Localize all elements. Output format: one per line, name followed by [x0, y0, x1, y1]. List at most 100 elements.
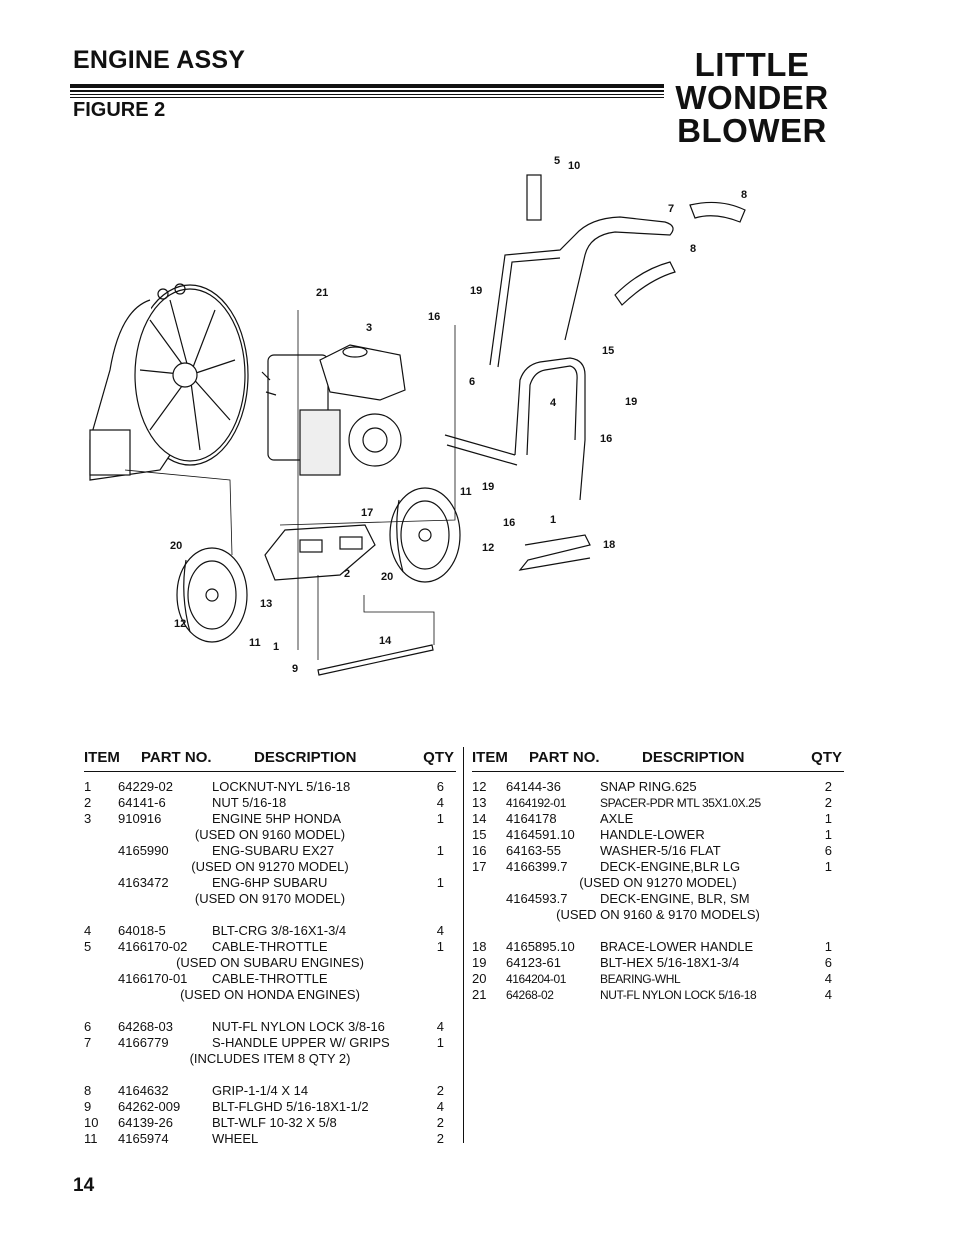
description-cell: NUT-FL NYLON LOCK 3/8-16: [212, 1019, 385, 1034]
item-cell: 11: [84, 1131, 98, 1146]
callout-1: 1: [273, 641, 279, 653]
description-cell: AXLE: [600, 811, 634, 826]
part-number-cell: 4164591.10: [506, 827, 575, 842]
part-number-cell: 4164204-01: [506, 972, 567, 986]
qty-cell: 2: [824, 779, 832, 794]
part-number-cell: 4164178: [506, 811, 557, 826]
qty-cell: 2: [824, 795, 832, 810]
qty-cell: 6: [436, 779, 444, 794]
part-number-cell: 64144-36: [506, 779, 561, 794]
header-description: DESCRIPTION: [254, 749, 357, 766]
brand-line-2: WONDER: [675, 79, 829, 116]
usage-note: (USED ON 9160 & 9170 MODELS): [556, 907, 760, 922]
qty-cell: 4: [436, 795, 444, 810]
lower-handle: [444, 357, 586, 501]
description-cell: HANDLE-LOWER: [600, 827, 705, 842]
qty-cell: 4: [824, 971, 832, 986]
callout-17: 17: [361, 507, 373, 519]
description-cell: BEARING-WHL: [600, 972, 681, 986]
callout-6: 6: [469, 376, 475, 388]
description-cell: BLT-CRG 3/8-16X1-3/4: [212, 923, 347, 938]
axle: [317, 644, 434, 676]
header-item: ITEM: [84, 749, 120, 766]
qty-cell: 1: [824, 939, 832, 954]
item-cell: 20: [472, 971, 487, 986]
description-cell: WHEEL: [212, 1131, 259, 1146]
qty-cell: 1: [436, 939, 444, 954]
part-number-cell: 4163472: [118, 875, 169, 890]
part-number-cell: 4165990: [118, 843, 169, 858]
part-number-cell: 4165974: [118, 1131, 169, 1146]
description-cell: ENG-SUBARU EX27: [212, 843, 335, 858]
part-number-cell: 64268-03: [118, 1019, 173, 1034]
qty-cell: 4: [436, 1019, 444, 1034]
item-cell: 6: [84, 1019, 92, 1034]
exploded-parts-diagram: 5 10 8 7 8 21 19 16 3 6 15 4 19 16 11 19…: [89, 155, 747, 676]
qty-cell: 1: [436, 875, 444, 890]
table-row: 15 4164591.10 HANDLE-LOWER 1: [472, 827, 844, 843]
item-cell: 21: [472, 987, 487, 1002]
part-number-cell: 4165895.10: [506, 939, 575, 954]
table-note-row: (USED ON SUBARU ENGINES): [84, 955, 456, 971]
item-cell: 12: [472, 779, 487, 794]
blower-housing: [89, 283, 249, 481]
qty-cell: 2: [436, 1115, 444, 1130]
figure-title: FIGURE 2: [73, 99, 166, 121]
table-header-rule-right: [472, 771, 844, 772]
item-cell: 9: [84, 1099, 92, 1114]
brace-lower-handle: [518, 534, 591, 571]
usage-note: (INCLUDES ITEM 8 QTY 2): [189, 1051, 351, 1066]
callout-11: 11: [249, 637, 261, 649]
callout-12: 12: [482, 542, 494, 554]
item-cell: 7: [84, 1035, 92, 1050]
qty-cell: 4: [436, 923, 444, 938]
description-cell: DECK-ENGINE,BLR LG: [600, 859, 741, 874]
callout-13: 13: [260, 598, 272, 610]
qty-cell: 1: [436, 811, 444, 826]
qty-cell: 1: [824, 827, 832, 842]
callout-14: 14: [379, 635, 392, 647]
description-cell: ENGINE 5HP HONDA: [212, 811, 342, 826]
description-cell: BLT-HEX 5/16-18X1-3/4: [600, 955, 740, 970]
table-note-row: (USED ON 9160 & 9170 MODELS): [472, 907, 844, 923]
part-number-cell: 64229-02: [118, 779, 173, 794]
engine: [261, 344, 406, 476]
item-cell: 2: [84, 795, 92, 810]
brand-line-1: LITTLE: [694, 46, 810, 83]
table-spacer: [84, 1067, 456, 1083]
item-cell: 19: [472, 955, 487, 970]
callout-9: 9: [292, 663, 298, 675]
header-part-no: PART NO.: [529, 749, 600, 766]
description-cell: BRACE-LOWER HANDLE: [600, 939, 754, 954]
part-number-cell: 4166399.7: [506, 859, 568, 874]
page-number: 14: [73, 1175, 95, 1196]
table-note-row: (USED ON 9170 MODEL): [84, 891, 456, 907]
item-cell: 14: [472, 811, 487, 826]
callout-18: 18: [603, 539, 615, 551]
grip-lower: [614, 261, 676, 306]
usage-note: (USED ON 9160 MODEL): [194, 827, 346, 842]
grip-upper: [689, 201, 746, 223]
description-cell: BLT-FLGHD 5/16-18X1-1/2: [212, 1099, 369, 1114]
callout-16: 16: [503, 517, 515, 529]
item-cell: 15: [472, 827, 487, 842]
description-cell: S-HANDLE UPPER W/ GRIPS: [212, 1035, 390, 1050]
header-description: DESCRIPTION: [642, 749, 745, 766]
table-row: 6 64268-03 NUT-FL NYLON LOCK 3/8-16 4: [84, 1019, 456, 1035]
wheel-left: [176, 547, 248, 643]
callout-16: 16: [600, 433, 612, 445]
wheel-right: [389, 487, 461, 583]
description-cell: SPACER-PDR MTL 35X1.0X.25: [600, 796, 761, 810]
